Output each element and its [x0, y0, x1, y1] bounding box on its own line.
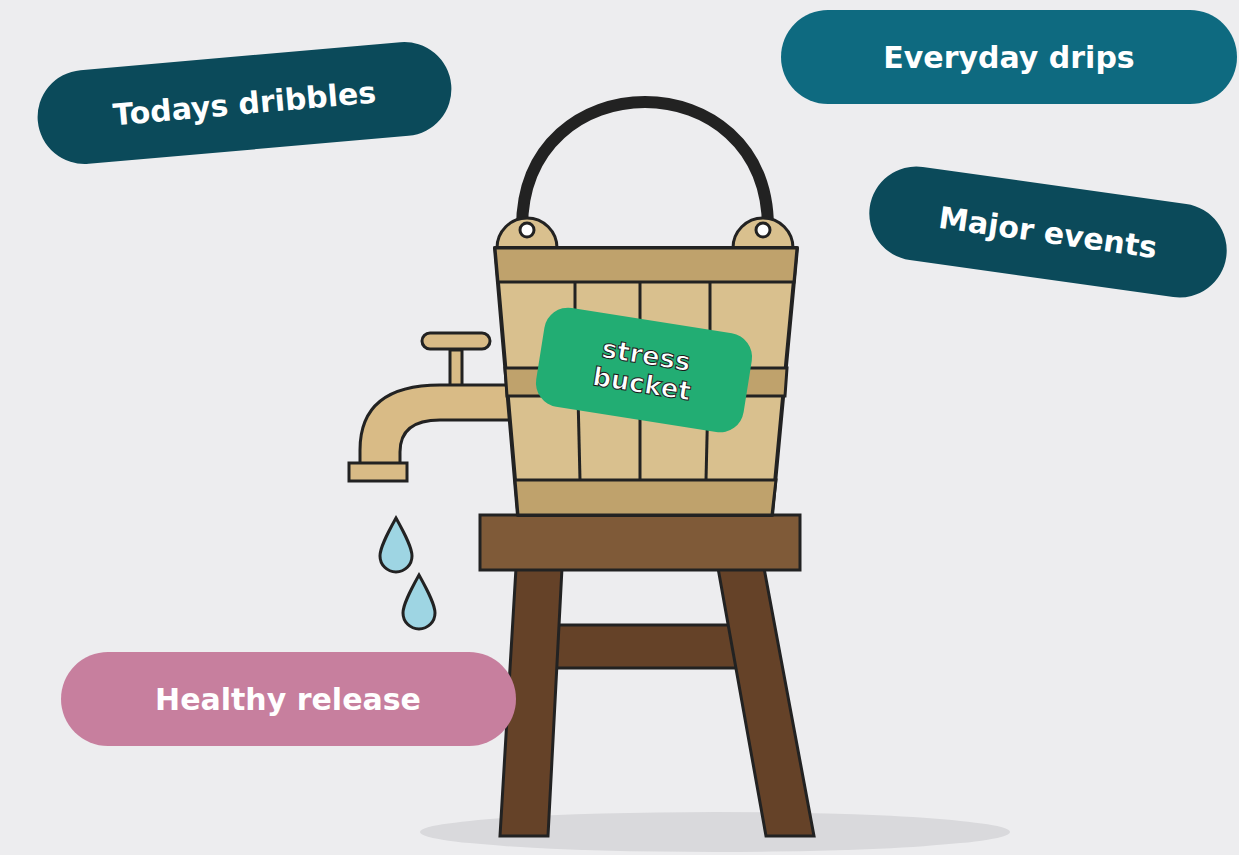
tap-stem: [450, 350, 462, 386]
bucket-band: [495, 248, 797, 282]
stool-leg: [718, 568, 814, 836]
node-text: stress bucket: [565, 330, 722, 410]
tap-nozzle: [349, 463, 407, 481]
node-text: Todays dribbles: [111, 75, 377, 131]
node-text: Healthy release: [155, 683, 421, 716]
bucket-ear: [497, 218, 557, 248]
bucket-handle: [522, 102, 768, 228]
stool-crossbar: [545, 625, 740, 668]
input-pill: Major events: [863, 160, 1233, 303]
output-pill: Healthy release: [61, 652, 516, 746]
node-text: Major events: [937, 200, 1159, 263]
node-text: Everyday drips: [883, 41, 1134, 74]
water-drop: [403, 575, 435, 629]
water-drop: [380, 518, 412, 572]
bucket-ear: [733, 218, 793, 248]
ear-hole: [756, 223, 770, 237]
bucket-band: [515, 480, 776, 515]
bucket-body: [495, 248, 797, 515]
tap-handle: [422, 333, 490, 349]
stool-seat: [480, 515, 800, 570]
input-pill: Everyday drips: [781, 10, 1237, 104]
ear-hole: [520, 223, 534, 237]
tap-pipe: [360, 385, 515, 466]
input-pill: Todays dribbles: [33, 38, 455, 168]
